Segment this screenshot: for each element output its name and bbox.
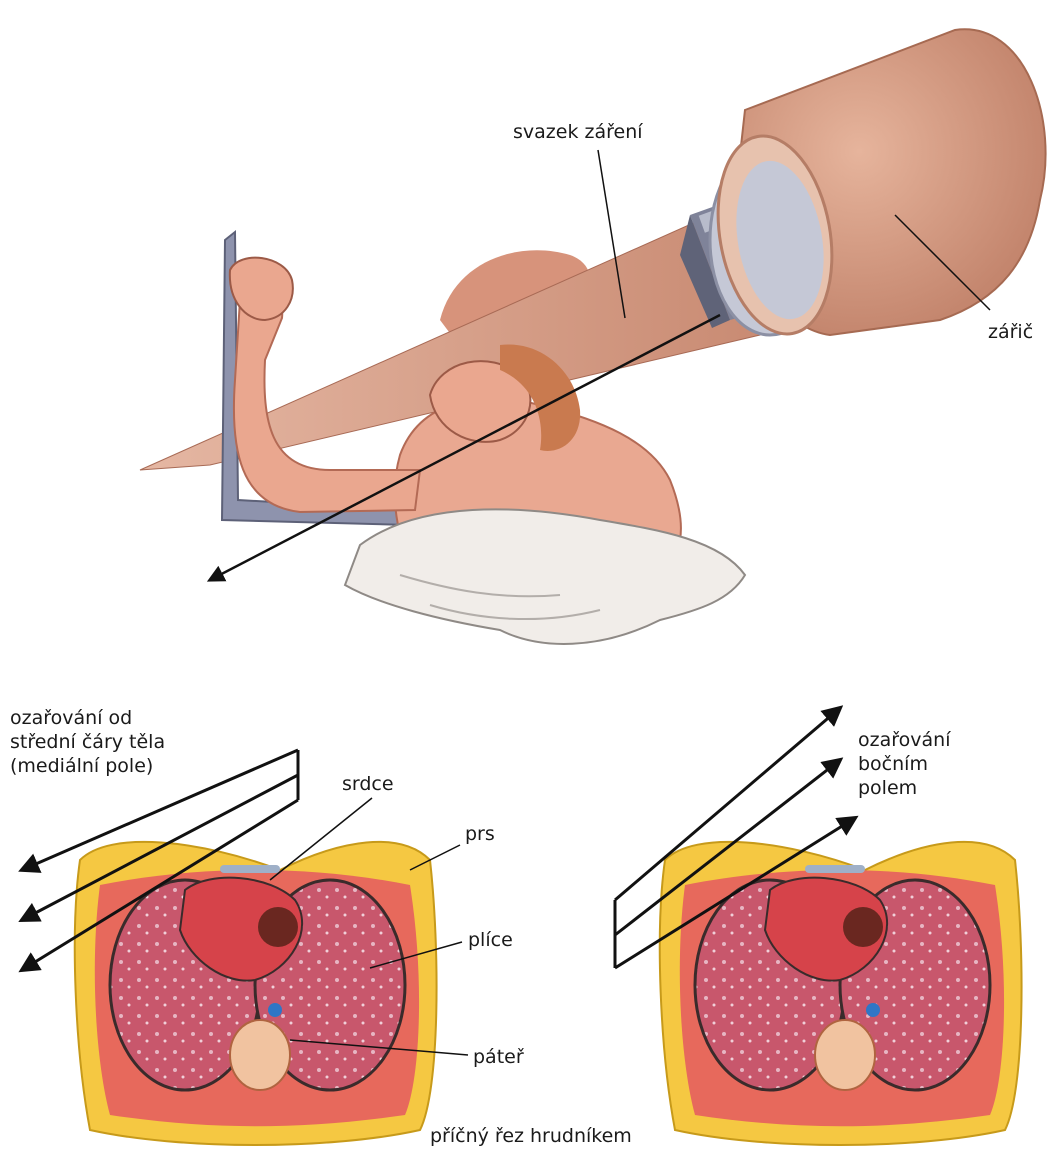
radiation-source — [703, 29, 1045, 343]
lateral-field-label-line1: ozařování — [858, 728, 950, 752]
source-label: zářič — [988, 320, 1033, 344]
breast-label: prs — [465, 822, 495, 846]
heart-label: srdce — [342, 772, 394, 796]
beam-label: svazek záření — [513, 120, 643, 144]
medial-field-label-line3: (mediální pole) — [10, 754, 165, 778]
cross-section-right — [660, 842, 1022, 1145]
spine-label: páteř — [473, 1045, 524, 1069]
lateral-field-label-line2: bočním — [858, 752, 950, 776]
medial-field-label-line1: ozařování od — [10, 706, 165, 730]
caption: příčný řez hrudníkem — [430, 1124, 632, 1148]
lateral-field-label: ozařování bočním polem — [858, 728, 950, 800]
cross-section-left — [75, 842, 437, 1145]
lateral-field-label-line3: polem — [858, 776, 950, 800]
medial-field-label: ozařování od střední čáry těla (mediální… — [10, 706, 165, 778]
lungs-label: plíce — [468, 928, 513, 952]
medial-field-label-line2: střední čáry těla — [10, 730, 165, 754]
